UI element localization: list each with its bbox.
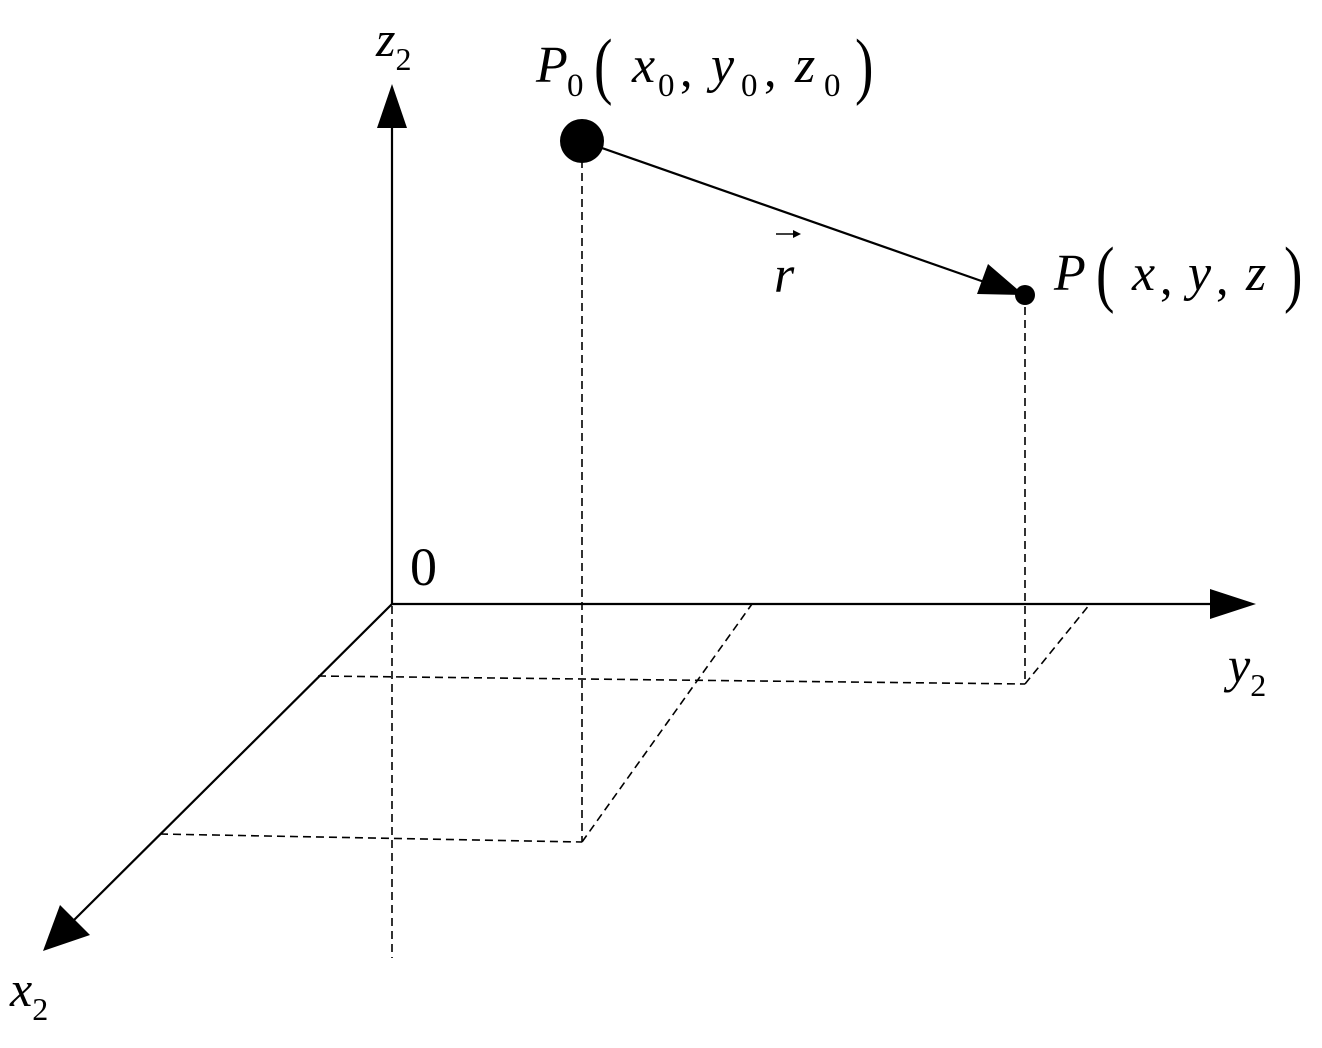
p-z: z [1245, 245, 1266, 302]
vector-r-line [581, 139, 991, 286]
p-comma-2: , [1216, 249, 1229, 305]
x-axis-label: x2 [9, 961, 48, 1027]
p0-name: P [535, 37, 568, 94]
p0-diagonal-line [581, 603, 753, 843]
z-axis-label: z2 [375, 11, 411, 77]
p0-y: y [706, 37, 735, 94]
point-p0-label: P 0 ( x 0 , y 0 , z 0 ) [535, 26, 873, 107]
point-p-marker [1015, 285, 1035, 305]
x-axis-line [69, 603, 393, 925]
p0-comma-1: , [680, 41, 693, 97]
y-axis-label: y2 [1223, 637, 1266, 703]
vector-r-label: r [774, 247, 795, 304]
p0-z-sub: 0 [824, 68, 841, 104]
p-y: y [1183, 245, 1212, 302]
y-axis-arrowhead [1210, 589, 1256, 619]
p0-comma-2: , [764, 41, 777, 97]
p-diagonal-line [1024, 603, 1091, 685]
p-x: x [1131, 245, 1155, 302]
vector-r-overarrow [776, 230, 801, 238]
p0-open-paren: ( [594, 26, 612, 107]
p-open-paren: ( [1096, 234, 1114, 315]
point-p0-marker [560, 119, 604, 163]
point-p-label: P ( x , y , z ) [1053, 234, 1302, 315]
p0-x: x [631, 37, 655, 94]
origin-label: 0 [410, 537, 437, 597]
p-close-paren: ) [1284, 234, 1302, 315]
axes [69, 122, 1214, 925]
p0-z: z [794, 37, 815, 94]
x-axis-arrowhead [43, 905, 90, 951]
p0-x-sub: 0 [658, 68, 675, 104]
p0-y-sub: 0 [741, 68, 758, 104]
p0-name-sub: 0 [567, 68, 584, 104]
z-axis-arrowhead [377, 84, 407, 128]
p-horizontal-line [317, 675, 1026, 685]
p0-horizontal-line [159, 833, 583, 843]
vector-r-arrowhead [977, 264, 1024, 295]
p-name: P [1053, 245, 1086, 302]
projection-lines [159, 160, 1091, 958]
p-comma-1: , [1160, 249, 1173, 305]
p0-close-paren: ) [855, 26, 873, 107]
